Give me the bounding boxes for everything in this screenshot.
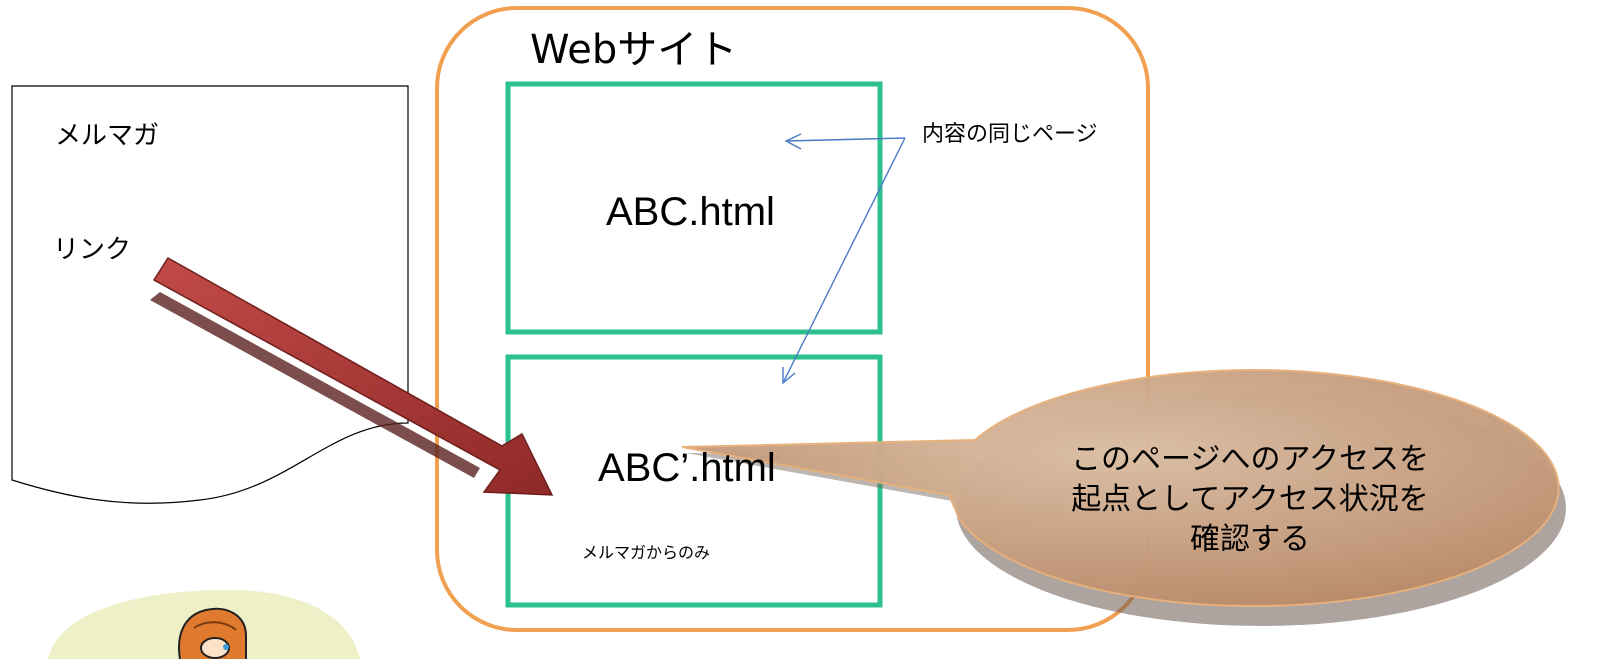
callout-line-2: 起点としてアクセス状況を [1071, 482, 1429, 517]
page-name-abc: ABC.html [606, 190, 775, 234]
newsletter-title: メルマガ [55, 121, 160, 151]
link-arrow [150, 256, 554, 496]
callout-bubble [681, 369, 1566, 626]
person-clipart-icon [178, 607, 247, 659]
callout-text: このページへのアクセスを 起点としてアクセス状況を 確認する [1010, 440, 1490, 560]
callout-line-3: 確認する [1190, 522, 1310, 557]
same-content-annotation-lines [782, 133, 906, 385]
same-content-label: 内容の同じページ [922, 122, 1098, 147]
page-box-abc [505, 81, 883, 335]
page-note-newsletter-only: メルマガからのみ [582, 543, 711, 562]
newsletter-link-label: リンク [53, 235, 132, 265]
page-name-abc-prime: ABC’.html [598, 446, 776, 490]
callout-line-1: このページへのアクセスを [1071, 442, 1429, 477]
website-title: Webサイト [530, 27, 738, 73]
website-container [435, 6, 1150, 632]
